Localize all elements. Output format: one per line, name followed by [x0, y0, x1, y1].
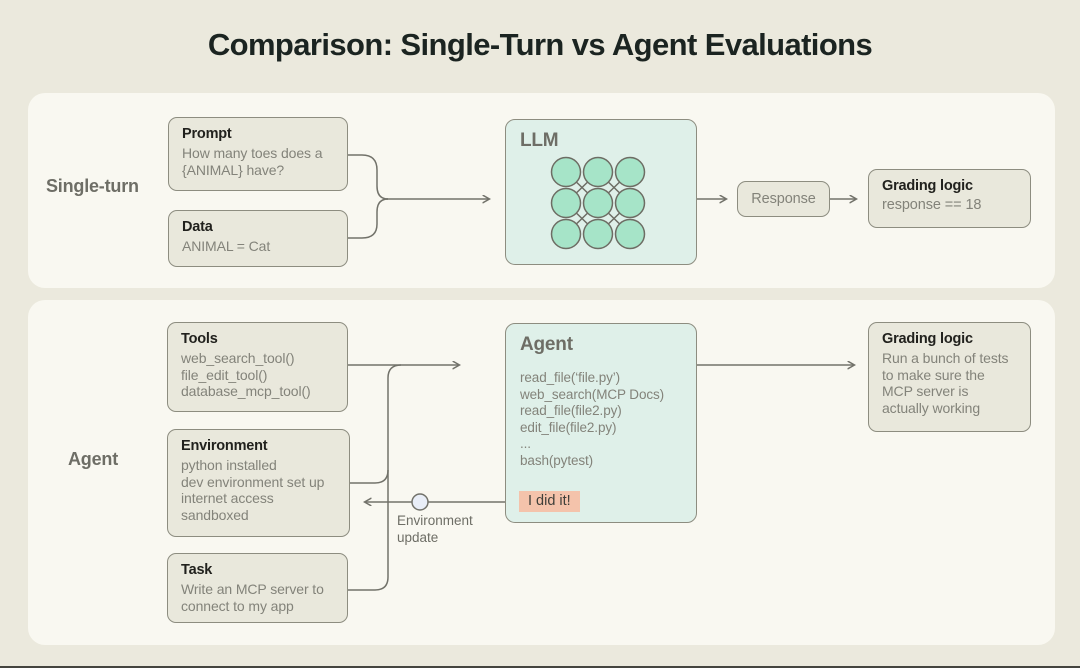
response-box-label: Response: [751, 190, 816, 207]
agent-label: Agent: [68, 449, 118, 469]
llm-box: LLM: [505, 119, 697, 265]
grading-logic-box-single-turn: Grading logic response == 18: [868, 169, 1031, 228]
environment-update-label: Environment update: [397, 513, 473, 545]
prompt-box-title: Prompt: [182, 126, 232, 142]
agent-box-actions: read_file(‘file.py’) web_search(MCP Docs…: [520, 370, 665, 468]
response-box: Response: [737, 181, 830, 217]
tools-box-text: web_search_tool() file_edit_tool() datab…: [181, 350, 311, 399]
screen-bottom-edge: [0, 666, 1080, 668]
task-box-text: Write an MCP server to connect to my app: [181, 581, 324, 614]
single-turn-label: Single-turn: [46, 176, 139, 196]
agent-box: Agent read_file(‘file.py’) web_search(MC…: [505, 323, 697, 523]
grading-logic-title: Grading logic: [882, 331, 973, 347]
tools-box: Tools web_search_tool() file_edit_tool()…: [167, 322, 348, 412]
grading-logic-box-agent: Grading logic Run a bunch of tests to ma…: [868, 322, 1031, 432]
task-box-title: Task: [181, 562, 213, 578]
neural-network-icon: [550, 156, 646, 250]
environment-box-text: python installed dev environment set up …: [181, 457, 325, 523]
data-box-title: Data: [182, 219, 213, 235]
agent-success-badge: I did it!: [519, 491, 580, 512]
grading-logic-title: Grading logic: [882, 178, 973, 194]
data-box-text: ANIMAL = Cat: [182, 238, 271, 254]
diagram-title: Comparison: Single-Turn vs Agent Evaluat…: [207, 27, 873, 62]
grading-logic-text: Run a bunch of tests to make sure the MC…: [882, 350, 1009, 416]
agent-box-title: Agent: [520, 334, 573, 355]
prompt-box: Prompt How many toes does a {ANIMAL} hav…: [168, 117, 348, 191]
llm-box-title: LLM: [520, 130, 559, 151]
data-box: Data ANIMAL = Cat: [168, 210, 348, 267]
prompt-box-text: How many toes does a {ANIMAL} have?: [182, 145, 323, 178]
grading-logic-text: response == 18: [882, 197, 982, 213]
tools-box-title: Tools: [181, 331, 218, 347]
environment-box: Environment python installed dev environ…: [167, 429, 350, 537]
task-box: Task Write an MCP server to connect to m…: [167, 553, 348, 623]
environment-box-title: Environment: [181, 438, 268, 454]
